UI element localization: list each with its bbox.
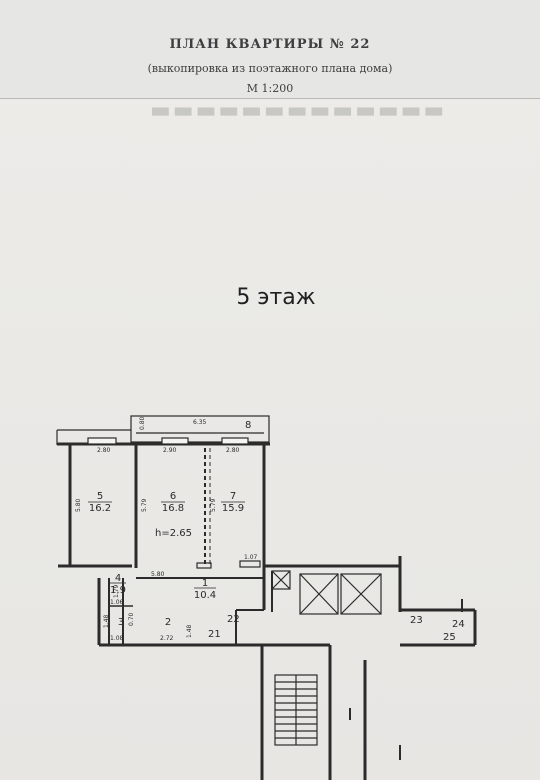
ceiling-height: h=2.65 [155, 528, 192, 539]
dimension-label: 5.80 [151, 571, 165, 578]
elevator-shaft [340, 573, 382, 615]
balcony-outline [130, 415, 270, 443]
document-scale: М 1:200 [246, 82, 294, 95]
document-subtitle: (выкопировка из поэтажного плана дома) [147, 62, 393, 75]
dimension-label: 1.79 [113, 584, 120, 598]
window [221, 437, 249, 445]
radiator [239, 560, 261, 568]
room-number: 6 [170, 491, 176, 502]
dimension-label: 1.07 [244, 554, 258, 561]
room-area: 15.9 [222, 503, 244, 514]
area-number: 21 [208, 629, 221, 640]
room-number: 8 [245, 420, 251, 431]
area-number: 23 [410, 615, 423, 626]
dimension-label: 0.80 [139, 416, 146, 430]
room-area: 10.4 [194, 590, 216, 601]
dimension-label: 1.08 [110, 635, 124, 642]
room-number: 4 [115, 573, 121, 584]
dimension-label: 1.48 [186, 624, 193, 638]
dimension-label: 2.80 [226, 447, 240, 454]
dimension-label: 6.35 [193, 419, 207, 426]
top-sheet [0, 0, 540, 99]
window [87, 437, 117, 445]
dimension-label: 5.80 [75, 498, 82, 512]
shaft [271, 570, 291, 590]
window [161, 437, 189, 445]
dimension-label: 0.70 [128, 612, 135, 626]
area-number: 22 [227, 614, 240, 625]
dimension-label: 1.06 [110, 599, 124, 606]
area-number: 24 [452, 619, 465, 630]
dimension-label: 5.79 [210, 498, 217, 512]
document-title: ПЛАН КВАРТИРЫ № 22 [169, 37, 371, 52]
area-number: 25 [443, 632, 456, 643]
room-number: 2 [165, 617, 171, 628]
elevator-shaft [299, 573, 339, 615]
room-area: 1.9 [110, 585, 126, 596]
room-number: 5 [97, 491, 103, 502]
floor-label: 5 этаж [236, 285, 316, 310]
room-area: 16.2 [89, 503, 111, 514]
radiator [196, 562, 212, 569]
dimension-label: 5.79 [141, 498, 148, 512]
dimension-label: 2.90 [163, 447, 177, 454]
room-number: 3 [118, 617, 124, 628]
dimension-label: 2.80 [97, 447, 111, 454]
dimension-label: 2.72 [160, 635, 174, 642]
room-area: 16.8 [162, 503, 184, 514]
room-number: 7 [230, 491, 236, 502]
dimension-label: 1.48 [103, 614, 110, 628]
room-number: 1 [202, 578, 208, 589]
